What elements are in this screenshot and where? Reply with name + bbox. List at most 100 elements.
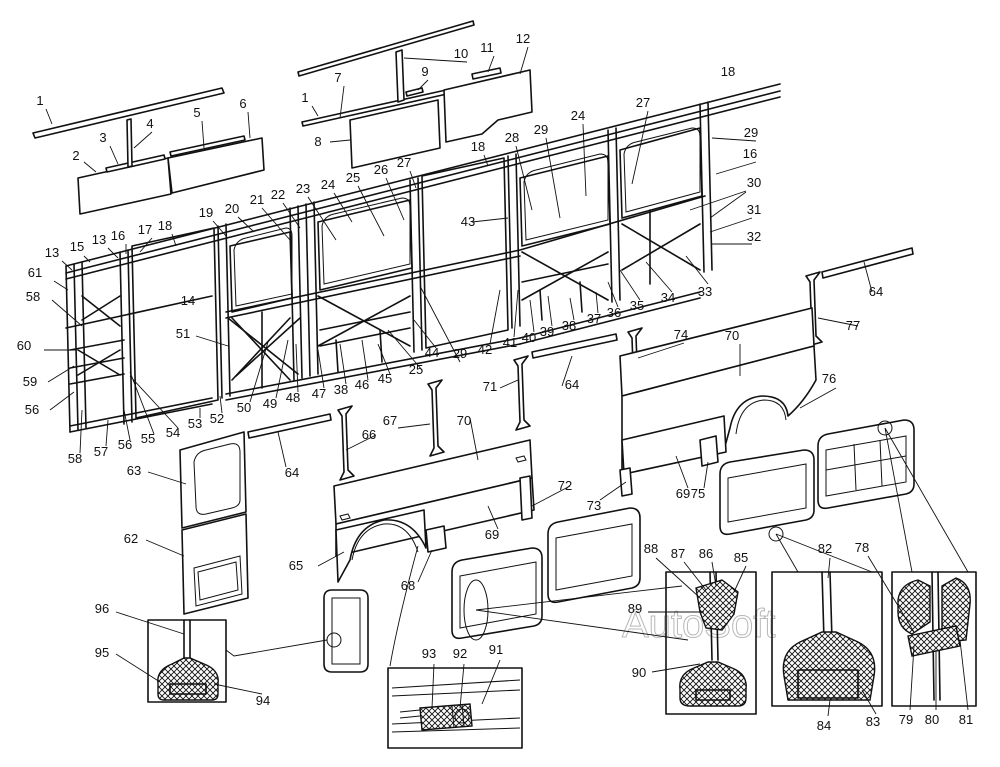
callout-c12: 12 xyxy=(516,31,530,46)
callout-c72: 72 xyxy=(558,478,572,493)
callout-c94: 94 xyxy=(256,693,270,708)
callout-c54: 54 xyxy=(166,425,180,440)
callout-c31: 31 xyxy=(747,202,761,217)
callout-c38a: 38 xyxy=(562,318,576,333)
callout-c18b: 18 xyxy=(471,139,485,154)
callout-c6: 6 xyxy=(239,96,246,111)
callout-c65: 65 xyxy=(289,558,303,573)
callout-c29c: 29 xyxy=(453,346,467,361)
callout-c21: 21 xyxy=(250,192,264,207)
callout-c64b: 64 xyxy=(565,377,579,392)
callout-c13b: 13 xyxy=(92,232,106,247)
callout-c29b: 29 xyxy=(744,125,758,140)
callout-c56b: 56 xyxy=(25,402,39,417)
section-detail-91-93 xyxy=(387,667,523,749)
callout-c29a: 29 xyxy=(534,122,548,137)
callout-c64c: 64 xyxy=(869,284,883,299)
callout-c58b: 58 xyxy=(26,289,40,304)
callout-c76: 76 xyxy=(822,371,836,386)
callout-c32: 32 xyxy=(747,229,761,244)
callout-c57: 57 xyxy=(94,444,108,459)
callout-c30: 30 xyxy=(747,175,761,190)
callout-c89: 89 xyxy=(628,601,642,616)
callout-c4: 4 xyxy=(146,116,153,131)
callout-c58a: 58 xyxy=(68,451,82,466)
callout-c10: 10 xyxy=(454,46,468,61)
callout-c27a: 27 xyxy=(397,155,411,170)
callout-c41: 41 xyxy=(503,335,517,350)
callout-c42: 42 xyxy=(478,342,492,357)
callout-c8: 8 xyxy=(314,134,321,149)
callout-c77: 77 xyxy=(846,318,860,333)
callout-c16b: 16 xyxy=(743,146,757,161)
callout-c24b: 24 xyxy=(571,108,585,123)
callout-c55: 55 xyxy=(141,431,155,446)
callout-c1b: 1 xyxy=(301,90,308,105)
callout-c15: 15 xyxy=(70,239,84,254)
callout-c2: 2 xyxy=(72,148,79,163)
callout-c22: 22 xyxy=(271,187,285,202)
callout-leaders xyxy=(44,46,969,717)
callout-c86: 86 xyxy=(699,546,713,561)
callout-c7: 7 xyxy=(334,70,341,85)
callout-c48: 48 xyxy=(286,390,300,405)
outer-skin-panels xyxy=(179,247,914,615)
callout-c68: 68 xyxy=(401,578,415,593)
section-detail-94-96 xyxy=(147,619,227,703)
callout-c43: 43 xyxy=(461,214,475,229)
callout-c56a: 56 xyxy=(118,437,132,452)
side-frame xyxy=(65,83,781,433)
callout-c81: 81 xyxy=(959,712,973,727)
callout-c23: 23 xyxy=(296,181,310,196)
callout-c83: 83 xyxy=(866,714,880,729)
callout-c44: 44 xyxy=(425,345,439,360)
callout-c17: 17 xyxy=(138,222,152,237)
callout-c1a: 1 xyxy=(36,93,43,108)
callout-c37: 37 xyxy=(587,311,601,326)
callout-c84: 84 xyxy=(817,718,831,733)
callout-c40: 40 xyxy=(522,330,536,345)
callout-c28: 28 xyxy=(505,130,519,145)
callout-c19: 19 xyxy=(199,205,213,220)
callout-c59: 59 xyxy=(23,374,37,389)
callout-c82: 82 xyxy=(818,541,832,556)
callout-c87: 87 xyxy=(671,546,685,561)
callout-c47: 47 xyxy=(312,386,326,401)
callout-c80: 80 xyxy=(925,712,939,727)
callout-c14: 14 xyxy=(181,293,195,308)
detail-markers xyxy=(225,420,969,667)
callout-c25b: 25 xyxy=(409,362,423,377)
callout-c92: 92 xyxy=(453,646,467,661)
callout-c25a: 25 xyxy=(346,170,360,185)
callout-c71: 71 xyxy=(483,379,497,394)
callout-c20: 20 xyxy=(225,201,239,216)
callout-c9: 9 xyxy=(421,64,428,79)
callout-c74: 74 xyxy=(674,327,688,342)
callout-c63: 63 xyxy=(127,463,141,478)
callout-c66: 66 xyxy=(362,427,376,442)
callout-c62: 62 xyxy=(124,531,138,546)
callout-c85: 85 xyxy=(734,550,748,565)
callout-c52: 52 xyxy=(210,411,224,426)
callout-c69b: 69 xyxy=(676,486,690,501)
watermark-text: AutoSoft xyxy=(622,602,775,646)
callout-c60: 60 xyxy=(17,338,31,353)
callout-c70a: 70 xyxy=(457,413,471,428)
callout-c91: 91 xyxy=(489,642,503,657)
callout-c26: 26 xyxy=(374,162,388,177)
callout-c11: 11 xyxy=(480,40,494,55)
callout-c95: 95 xyxy=(95,645,109,660)
callout-c33: 33 xyxy=(698,284,712,299)
callout-c75: 75 xyxy=(691,486,705,501)
callout-c3: 3 xyxy=(99,130,106,145)
callout-c13a: 13 xyxy=(45,245,59,260)
callout-c79: 79 xyxy=(899,712,913,727)
callout-c51: 51 xyxy=(176,326,190,341)
callout-c45: 45 xyxy=(378,371,392,386)
callout-c69a: 69 xyxy=(485,527,499,542)
callout-c27b: 27 xyxy=(636,95,650,110)
callout-c78: 78 xyxy=(855,540,869,555)
roof-panels xyxy=(32,20,533,215)
callout-c93: 93 xyxy=(422,646,436,661)
